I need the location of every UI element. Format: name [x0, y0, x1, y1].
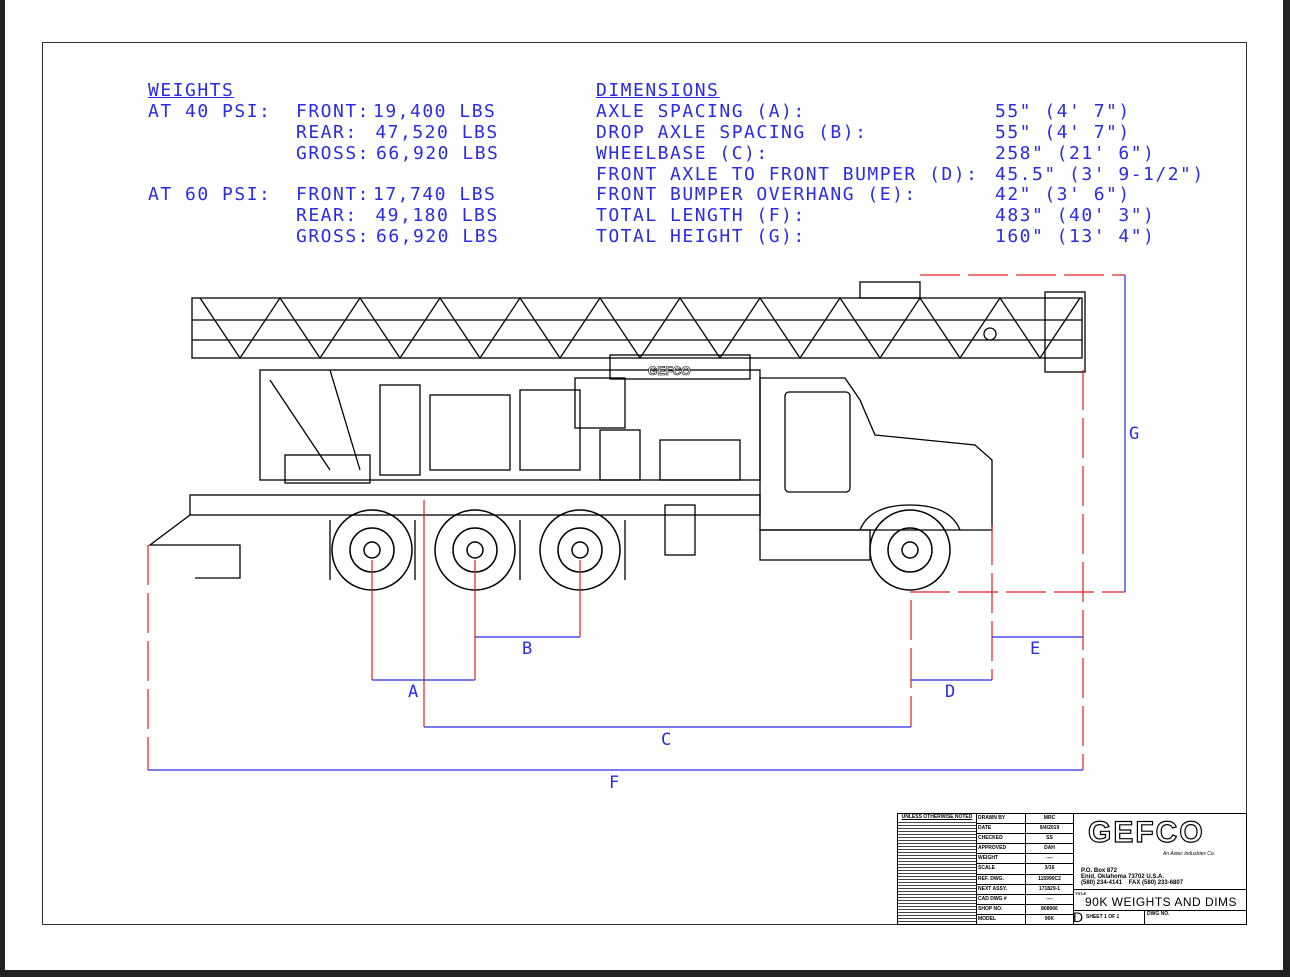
truck-outline	[148, 281, 1086, 580]
weight-value: 66,920 LBS	[376, 143, 500, 164]
dimension-name: WHEELBASE (C):	[596, 143, 769, 164]
weight-name: GROSS:	[296, 143, 371, 164]
dimension-value: 45.5" (3' 9-1/2")	[995, 164, 1205, 185]
dim-label-d: D	[945, 682, 956, 702]
info-key: APPROVED	[978, 845, 1007, 852]
dimension-name: TOTAL LENGTH (F):	[596, 205, 806, 226]
info-value: 115990C2	[1025, 874, 1073, 884]
weight-value: 49,180 LBS	[363, 205, 499, 226]
info-value: ----	[1025, 894, 1073, 904]
dimension-value: 55" (4' 7")	[995, 122, 1131, 143]
window-edge-right	[1283, 0, 1290, 977]
weight-value: 47,520 LBS	[363, 122, 499, 143]
dimension-value: 42" (3' 6")	[995, 184, 1131, 205]
truck-gefco-logo: GEFCO	[648, 364, 691, 378]
info-key: NEXT ASSY.	[978, 885, 1007, 892]
dimension-name: DROP AXLE SPACING (B):	[596, 122, 868, 143]
dim-label-e: E	[1030, 639, 1041, 659]
weight-value: 66,920 LBS	[376, 226, 500, 247]
drawing-border	[42, 42, 1247, 925]
info-key: CAD DWG #	[978, 895, 1007, 902]
info-key: DRAWN BY	[978, 815, 1006, 821]
chassis-frame	[189, 494, 761, 516]
dimension-value: 258" (21' 6")	[995, 143, 1156, 164]
weights-60psi-label: AT 60 PSI:	[148, 184, 272, 205]
info-value: 9/4/2019	[1025, 824, 1073, 834]
notes-heading: UNLESS OTHERWISE NOTED	[898, 814, 976, 821]
info-value: ----	[1025, 854, 1073, 864]
general-notes: UNLESS OTHERWISE NOTED	[898, 814, 977, 924]
sheet-size: D	[1073, 909, 1084, 925]
sheet-number: SHEET 1 OF 1	[1086, 914, 1120, 920]
drawing-title-box: TITLE 90K WEIGHTS AND DIMS	[1073, 889, 1246, 911]
dim-label-a: A	[408, 682, 419, 702]
title-block: UNLESS OTHERWISE NOTED DRAWN BY MRC DATE 9…	[897, 813, 1247, 925]
dimension-lines	[148, 275, 1126, 771]
wheel-front	[869, 509, 951, 591]
info-key: MODEL	[978, 915, 997, 922]
wheels	[331, 509, 951, 591]
dwg-no-label: DWG NO.	[1144, 911, 1170, 924]
drawing-title: 90K WEIGHTS AND DIMS	[1085, 895, 1238, 909]
dim-label-g: G	[1129, 424, 1140, 444]
weight-name: REAR:	[296, 122, 358, 143]
dim-label-c: C	[661, 730, 672, 750]
company-logo: GEFCO	[1087, 815, 1205, 849]
info-key: SHOP NO.	[978, 905, 1003, 912]
dimension-value: 55" (4' 7")	[995, 101, 1131, 122]
dimension-name: FRONT BUMPER OVERHANG (E):	[596, 184, 917, 205]
info-value: 171829-1	[1025, 884, 1073, 894]
weights-heading: WEIGHTS	[148, 80, 235, 101]
info-key: REF. DWG.	[978, 875, 1004, 882]
company-subtitle: An Astec Industries Co.	[1163, 851, 1216, 857]
dimension-value: 160" (13' 4")	[995, 226, 1156, 247]
info-value: SS	[1025, 834, 1073, 844]
dim-label-f: F	[609, 773, 620, 793]
extension-lines	[147, 274, 1125, 770]
weight-name: FRONT:	[296, 184, 371, 205]
weight-name: GROSS:	[296, 226, 371, 247]
dimension-name: FRONT AXLE TO FRONT BUMPER (D):	[596, 164, 979, 185]
info-key: CHECKED	[978, 835, 1003, 842]
weight-name: REAR:	[296, 205, 358, 226]
info-value: 3/16	[1025, 864, 1073, 874]
dimensions-heading: DIMENSIONS	[596, 80, 720, 101]
info-value: 90K	[1025, 914, 1073, 925]
window-edge-left	[0, 0, 5, 977]
info-key: SCALE	[978, 865, 995, 872]
weight-value: 19,400 LBS	[373, 101, 497, 122]
drawing-info-grid: DRAWN BY MRC DATE 9/4/2019 CHECKED SS APPRO…	[976, 814, 1074, 925]
company-address: P.O. Box 872 Enid, Oklahoma 73702 U.S.A.…	[1081, 868, 1184, 886]
info-key: WEIGHT	[978, 855, 998, 862]
truck-cab	[759, 377, 993, 531]
weights-40psi-label: AT 40 PSI:	[148, 101, 272, 122]
title-label: TITLE	[1075, 891, 1087, 896]
dimension-value: 483" (40' 3")	[995, 205, 1156, 226]
derrick-mast	[191, 297, 1083, 359]
info-value: 808066	[1025, 904, 1073, 914]
info-value: DAH	[1025, 844, 1073, 854]
dimension-name: AXLE SPACING (A):	[596, 101, 806, 122]
dimension-name: TOTAL HEIGHT (G):	[596, 226, 806, 247]
info-key: DATE	[978, 825, 992, 832]
window-edge-bottom	[0, 970, 1290, 977]
weight-name: FRONT:	[296, 101, 371, 122]
weight-value: 17,740 LBS	[373, 184, 497, 205]
info-value: MRC	[1025, 814, 1073, 824]
dim-label-b: B	[522, 639, 533, 659]
